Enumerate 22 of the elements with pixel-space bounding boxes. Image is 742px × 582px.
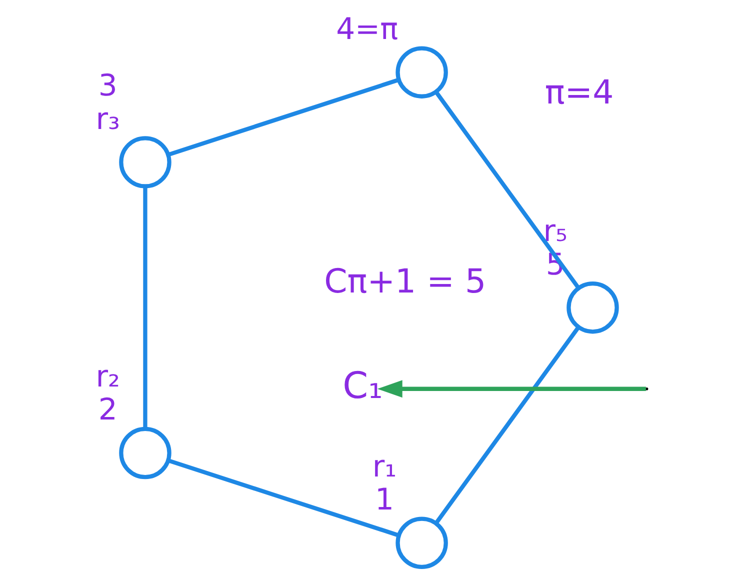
label: Cπ+1 = 5 <box>324 262 486 301</box>
node-circle <box>566 281 619 334</box>
connector <box>168 78 399 157</box>
node-circle <box>119 136 172 188</box>
node-label: r₂ <box>96 359 120 394</box>
connector <box>434 91 580 289</box>
node-label: 2 <box>98 392 118 428</box>
connector <box>434 326 580 524</box>
node-circle <box>396 516 448 569</box>
connector <box>168 458 400 538</box>
node-circle <box>396 46 448 98</box>
node-circle <box>119 426 172 480</box>
connector <box>143 187 148 429</box>
node-label: r₅ <box>543 214 568 250</box>
node-label: r₁ <box>372 449 397 484</box>
arrow <box>377 380 646 398</box>
node-label: r₃ <box>96 102 120 137</box>
node-label: 4=π <box>336 12 398 47</box>
label: π=4 <box>544 72 614 112</box>
node-label: 3 <box>98 68 118 104</box>
node-label: 1 <box>374 482 394 518</box>
node-text: C₁ <box>342 364 383 408</box>
